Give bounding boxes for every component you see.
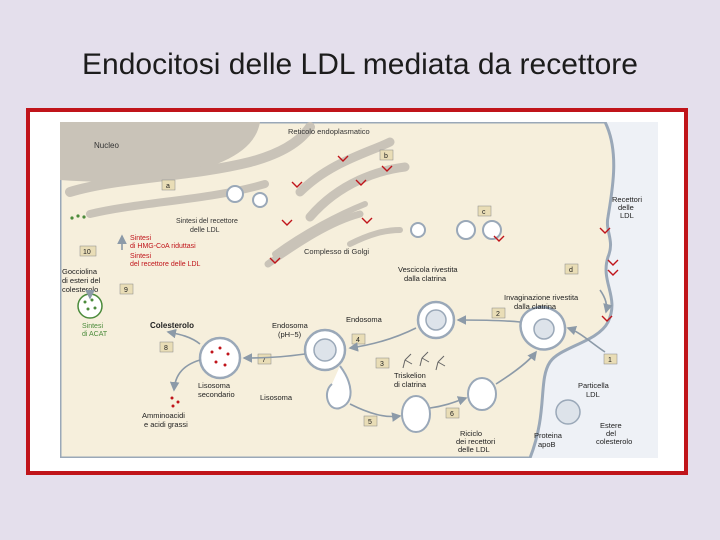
- svg-text:3: 3: [380, 361, 384, 368]
- vesicle: [457, 221, 475, 239]
- step-6: 6: [446, 408, 459, 418]
- label-colesterolo: Colesterolo: [150, 321, 194, 330]
- vesicle: [227, 186, 243, 202]
- step-5: 5: [364, 416, 377, 426]
- endosome-ldl: [314, 339, 336, 361]
- label-nucleo: Nucleo: [94, 141, 119, 150]
- label-endosoma: Endosoma: [346, 315, 383, 324]
- svg-text:8: 8: [164, 345, 168, 352]
- svg-text:5: 5: [368, 419, 372, 426]
- svg-text:1: 1: [608, 357, 612, 364]
- label-reticolo: Reticolo endoplasmatico: [288, 127, 370, 136]
- vesicle: [483, 221, 501, 239]
- step-4: 4: [352, 334, 365, 344]
- svg-text:c: c: [482, 209, 486, 216]
- vesicle: [253, 193, 267, 207]
- vesicle: [411, 223, 425, 237]
- step-8: 8: [160, 342, 173, 352]
- step-c: c: [478, 206, 491, 216]
- recycling-vesicle: [468, 378, 496, 410]
- secondary-lysosome: [200, 338, 240, 378]
- svg-text:2: 2: [496, 311, 500, 318]
- ldl-particle: [556, 400, 580, 424]
- svg-text:b: b: [384, 153, 388, 160]
- step-9: 9: [120, 284, 133, 294]
- ldl-endocytosis-diagram: Nucleo Reticolo endoplasmatico Complesso…: [60, 122, 658, 458]
- label-lisosoma: Lisosoma: [260, 393, 293, 402]
- svg-text:d: d: [569, 267, 573, 274]
- svg-text:4: 4: [356, 337, 360, 344]
- step-7: 7: [258, 354, 271, 364]
- svg-text:a: a: [166, 183, 170, 190]
- slide-title: Endocitosi delle LDL mediata da recettor…: [0, 48, 720, 82]
- coated-pit-ldl: [534, 319, 554, 339]
- svg-text:10: 10: [83, 249, 91, 256]
- step-a: a: [162, 180, 175, 190]
- label-golgi: Complesso di Golgi: [304, 247, 369, 256]
- step-1: 1: [604, 354, 617, 364]
- svg-text:9: 9: [124, 287, 128, 294]
- step-d: d: [565, 264, 578, 274]
- step-2: 2: [492, 308, 505, 318]
- step-b: b: [380, 150, 393, 160]
- coated-vesicle-ldl: [426, 310, 446, 330]
- step-3: 3: [376, 358, 389, 368]
- svg-text:6: 6: [450, 411, 454, 418]
- step-10: 10: [80, 246, 96, 256]
- recycling-vesicle: [402, 396, 430, 432]
